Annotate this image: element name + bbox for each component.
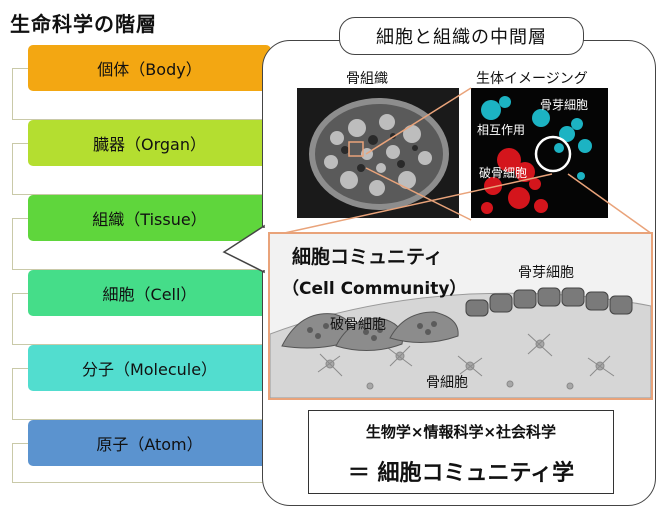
annotation-osteoblast: 骨芽細胞: [540, 98, 589, 112]
page-title: 生命科学の階層: [10, 12, 157, 36]
bioimaging-label: 生体イメージング: [476, 71, 588, 87]
cell-community-illustration: 細胞コミュニティ （Cell Community） 骨芽細胞 破骨細胞 骨細胞: [268, 232, 653, 400]
bone-tissue-image: [297, 88, 459, 218]
community-osteoclast-label: 破骨細胞: [330, 317, 386, 333]
level-molecule: 分子（Molecule）: [28, 345, 271, 391]
formula-box: 生物学×情報科学×社会科学 ＝ 細胞コミュニティ学: [308, 410, 614, 494]
community-osteocyte-label: 骨細胞: [426, 375, 468, 391]
level-tissue: 組織（Tissue）: [28, 195, 271, 241]
level-atom: 原子（Atom）: [28, 420, 271, 466]
formula-disciplines: 生物学×情報科学×社会科学: [365, 423, 557, 441]
level-body: 個体（Body）: [28, 45, 271, 91]
community-osteoblast-label: 骨芽細胞: [518, 265, 574, 281]
bioimaging-image: [471, 88, 608, 218]
annotation-interaction: 相互作用: [477, 123, 526, 137]
annotation-osteoclast: 破骨細胞: [479, 166, 528, 180]
level-organ: 臓器（Organ）: [28, 120, 271, 166]
formula-result: ＝ 細胞コミュニティ学: [347, 461, 575, 486]
zoom-connector-lines: [279, 87, 653, 235]
community-title-jp: 細胞コミュニティ: [292, 246, 443, 268]
panel-title: 細胞と組織の中間層: [339, 17, 584, 55]
level-cell: 細胞（Cell）: [28, 270, 271, 316]
bone-tissue-label: 骨組織: [346, 71, 388, 87]
callout-pointer: [222, 224, 266, 274]
community-title-en: （Cell Community）: [282, 279, 467, 299]
